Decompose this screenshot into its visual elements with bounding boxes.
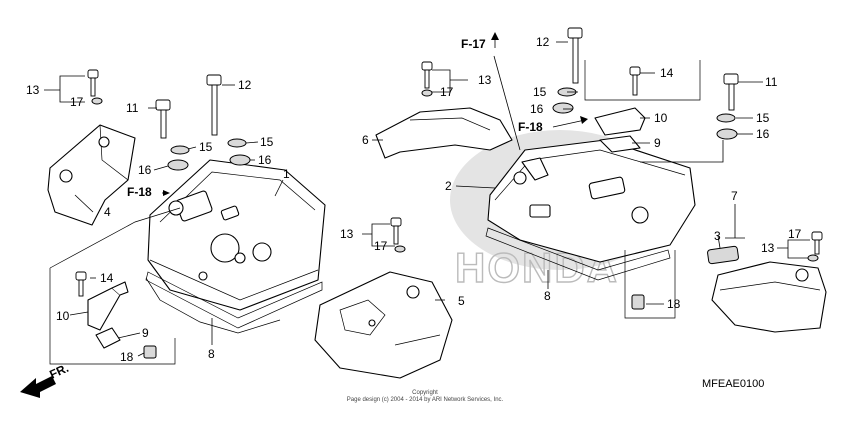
callout-11-left[interactable]: 11 bbox=[126, 101, 139, 115]
callouts-right: F-17 12 13 17 14 15 11 16 10 15 6 F-18 1… bbox=[362, 35, 802, 311]
bolt-12-right[interactable] bbox=[567, 27, 583, 84]
breather-assembly-right[interactable] bbox=[594, 66, 646, 153]
breather-assembly-left[interactable] bbox=[75, 271, 157, 359]
callout-13-right-lower[interactable]: 13 bbox=[761, 241, 775, 255]
cylinder-head-cover-right[interactable] bbox=[487, 139, 696, 263]
bolt-13-right-top[interactable] bbox=[421, 61, 433, 97]
callout-14-left[interactable]: 14 bbox=[100, 271, 114, 285]
callout-9-right[interactable]: 9 bbox=[654, 136, 661, 150]
leader-f18-left bbox=[49, 207, 181, 269]
cover-6[interactable] bbox=[375, 107, 513, 159]
cover-5[interactable] bbox=[314, 271, 453, 379]
copyright-notice: Page design (c) 2004 - 2014 by ARI Netwo… bbox=[346, 397, 504, 403]
callout-16-left-b[interactable]: 16 bbox=[258, 153, 272, 167]
cover-4[interactable] bbox=[47, 124, 136, 226]
cover-7[interactable] bbox=[711, 261, 827, 333]
rubber-3[interactable] bbox=[707, 245, 739, 265]
callout-17-middle[interactable]: 17 bbox=[374, 239, 388, 253]
callout-12-left[interactable]: 12 bbox=[238, 78, 252, 92]
callout-8-right[interactable]: 8 bbox=[544, 289, 551, 303]
callout-16-right-a[interactable]: 16 bbox=[530, 102, 544, 116]
callout-15-left-b[interactable]: 15 bbox=[260, 135, 274, 149]
cylinder-head-cover-left[interactable] bbox=[147, 159, 326, 311]
f18-arrows bbox=[162, 116, 588, 196]
callout-7-right[interactable]: 7 bbox=[731, 189, 738, 203]
callout-4-left[interactable]: 4 bbox=[104, 205, 111, 219]
washers-15-16-left[interactable] bbox=[167, 138, 251, 171]
bolt-12-left[interactable] bbox=[206, 74, 222, 136]
diagram-code: MFEAE0100 bbox=[702, 378, 765, 390]
callout-9-left[interactable]: 9 bbox=[142, 326, 149, 340]
bolt-11-right[interactable] bbox=[716, 73, 739, 140]
callouts-middle: 13 17 5 bbox=[340, 227, 465, 308]
callout-16-left-a[interactable]: 16 bbox=[138, 163, 152, 177]
callout-17-right-lower[interactable]: 17 bbox=[788, 227, 802, 241]
callout-13-left[interactable]: 13 bbox=[26, 83, 40, 97]
ref-f18-right[interactable]: F-18 bbox=[518, 120, 543, 134]
ref-f18-left[interactable]: F-18 bbox=[127, 185, 152, 199]
copyright-title: Copyright bbox=[412, 390, 438, 396]
callout-17-right-top[interactable]: 17 bbox=[440, 85, 454, 99]
callout-6-right[interactable]: 6 bbox=[362, 133, 369, 147]
callout-8-left[interactable]: 8 bbox=[208, 347, 215, 361]
bolt-13-right-lower[interactable] bbox=[807, 231, 823, 262]
callout-5-middle[interactable]: 5 bbox=[458, 294, 465, 308]
bolt-13-left[interactable] bbox=[87, 69, 103, 105]
callout-16-right-b[interactable]: 16 bbox=[756, 127, 770, 141]
callout-15-right-a[interactable]: 15 bbox=[533, 85, 547, 99]
bolt-11-left[interactable] bbox=[155, 99, 171, 139]
collar-18-right[interactable] bbox=[631, 294, 645, 310]
callout-1-left[interactable]: 1 bbox=[283, 167, 290, 181]
gasket-left[interactable] bbox=[145, 271, 323, 334]
callout-10-left[interactable]: 10 bbox=[56, 309, 70, 323]
front-arrow-icon bbox=[20, 376, 56, 398]
callout-13-right-top[interactable]: 13 bbox=[478, 73, 492, 87]
callout-12-right[interactable]: 12 bbox=[536, 35, 550, 49]
ref-f17[interactable]: F-17 bbox=[461, 37, 486, 51]
leader-lines bbox=[44, 41, 810, 357]
callouts-left: 13 17 11 12 15 15 16 16 1 4 14 10 9 18 8… bbox=[26, 78, 290, 364]
callout-13-middle[interactable]: 13 bbox=[340, 227, 354, 241]
callout-17-left[interactable]: 17 bbox=[70, 95, 84, 109]
callout-2-right[interactable]: 2 bbox=[445, 179, 452, 193]
boundary-lower-left bbox=[49, 268, 176, 365]
callout-15-right-b[interactable]: 15 bbox=[756, 111, 770, 125]
boundary-18-right bbox=[624, 250, 676, 319]
callout-18-right[interactable]: 18 bbox=[667, 297, 681, 311]
f17-arrow bbox=[491, 32, 499, 48]
gasket-right[interactable] bbox=[485, 227, 671, 281]
callout-11-right[interactable]: 11 bbox=[765, 75, 778, 89]
callout-3-right[interactable]: 3 bbox=[714, 229, 721, 243]
callout-15-left-a[interactable]: 15 bbox=[199, 140, 213, 154]
boundary-f18-right bbox=[584, 60, 701, 101]
bolt-13-middle[interactable] bbox=[390, 217, 406, 253]
callout-14-right[interactable]: 14 bbox=[660, 66, 674, 80]
callout-10-right[interactable]: 10 bbox=[654, 111, 668, 125]
callout-18-left[interactable]: 18 bbox=[120, 350, 134, 364]
